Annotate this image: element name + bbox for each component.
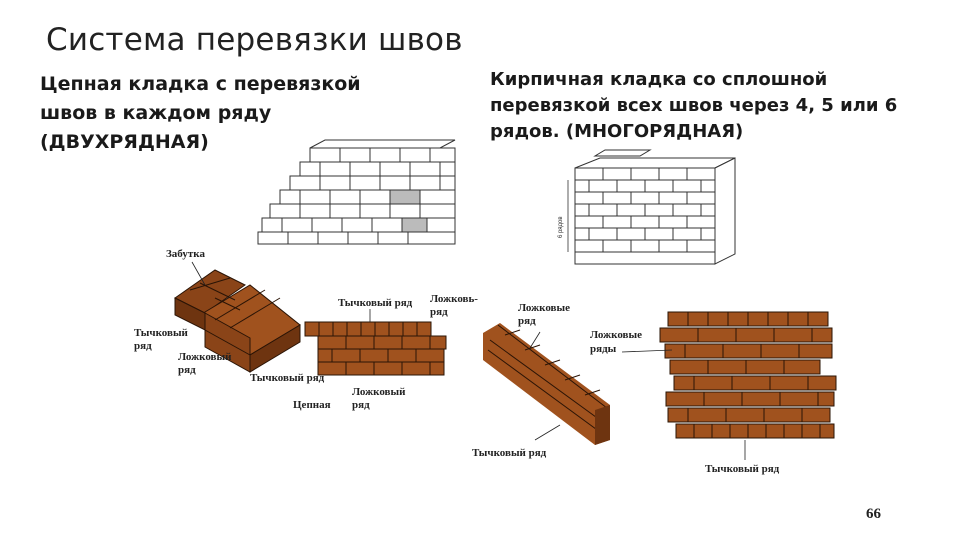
- right-heading: Кирпичная кладка со сплошной перевязкой …: [490, 67, 930, 145]
- multirow-masonry-sketch: 6 рядов: [558, 149, 736, 265]
- ryad-left-label: ряд: [134, 340, 152, 352]
- tsepnaya-label: Цепная: [293, 399, 331, 411]
- tychkovy-ryad-bottom-label: Тычковый ряд: [250, 372, 325, 384]
- lozhkovye-top-label: Ложковые: [518, 302, 570, 314]
- tychkovy-ryad-wall-label: Тычковый ряд: [338, 297, 413, 309]
- left-heading-line2: швов в каждом ряду: [40, 102, 272, 124]
- page-number: 66: [866, 506, 881, 522]
- right-heading-line1: Кирпичная кладка со сплошной: [490, 69, 828, 90]
- large-brick-wall-diagram: [659, 311, 837, 439]
- tychkovy-ryad-stair-label: Тычковый ряд: [472, 447, 547, 459]
- left-heading: Цепная кладка с перевязкой швов в каждом…: [40, 70, 420, 157]
- right-heading-line2: перевязкой всех швов через 4, 5 или 6: [490, 95, 898, 116]
- ryad-wall-right-label: ряд: [430, 306, 448, 318]
- ryad-mid-label: ряд: [178, 364, 196, 376]
- stepped-brick-diagram: [174, 269, 301, 373]
- lozhkovye-ryady-label: Ложковые: [590, 329, 642, 341]
- chain-wall-diagram: [304, 321, 447, 376]
- right-heading-line3: рядов. (МНОГОРЯДНАЯ): [490, 121, 744, 142]
- lozhkovy-wall-bottom-label: Ложковый: [352, 386, 406, 398]
- slide-title: Система перевязки швов: [46, 22, 463, 58]
- ryad-wall-bottom-label: ряд: [352, 399, 370, 411]
- stair-brick-diagram: [483, 323, 610, 445]
- ryady-label: ряды: [590, 343, 617, 355]
- left-heading-line3: (ДВУХРЯДНАЯ): [40, 131, 209, 153]
- tychkovy-left-label: Тычковый: [134, 327, 189, 339]
- lozhkovy-wall-right-label: Ложковь-: [430, 293, 478, 305]
- six-rows-label: 6 рядов: [558, 216, 564, 238]
- chain-masonry-sketch: [257, 139, 456, 245]
- tychkovy-ryad-big-label: Тычковый ряд: [705, 463, 780, 475]
- zabutka-label: Забутка: [166, 248, 205, 260]
- ryad-top-label: ряд: [518, 315, 536, 327]
- lozhkovy-mid-label: Ложковый: [178, 351, 232, 363]
- left-heading-line1: Цепная кладка с перевязкой: [40, 73, 361, 95]
